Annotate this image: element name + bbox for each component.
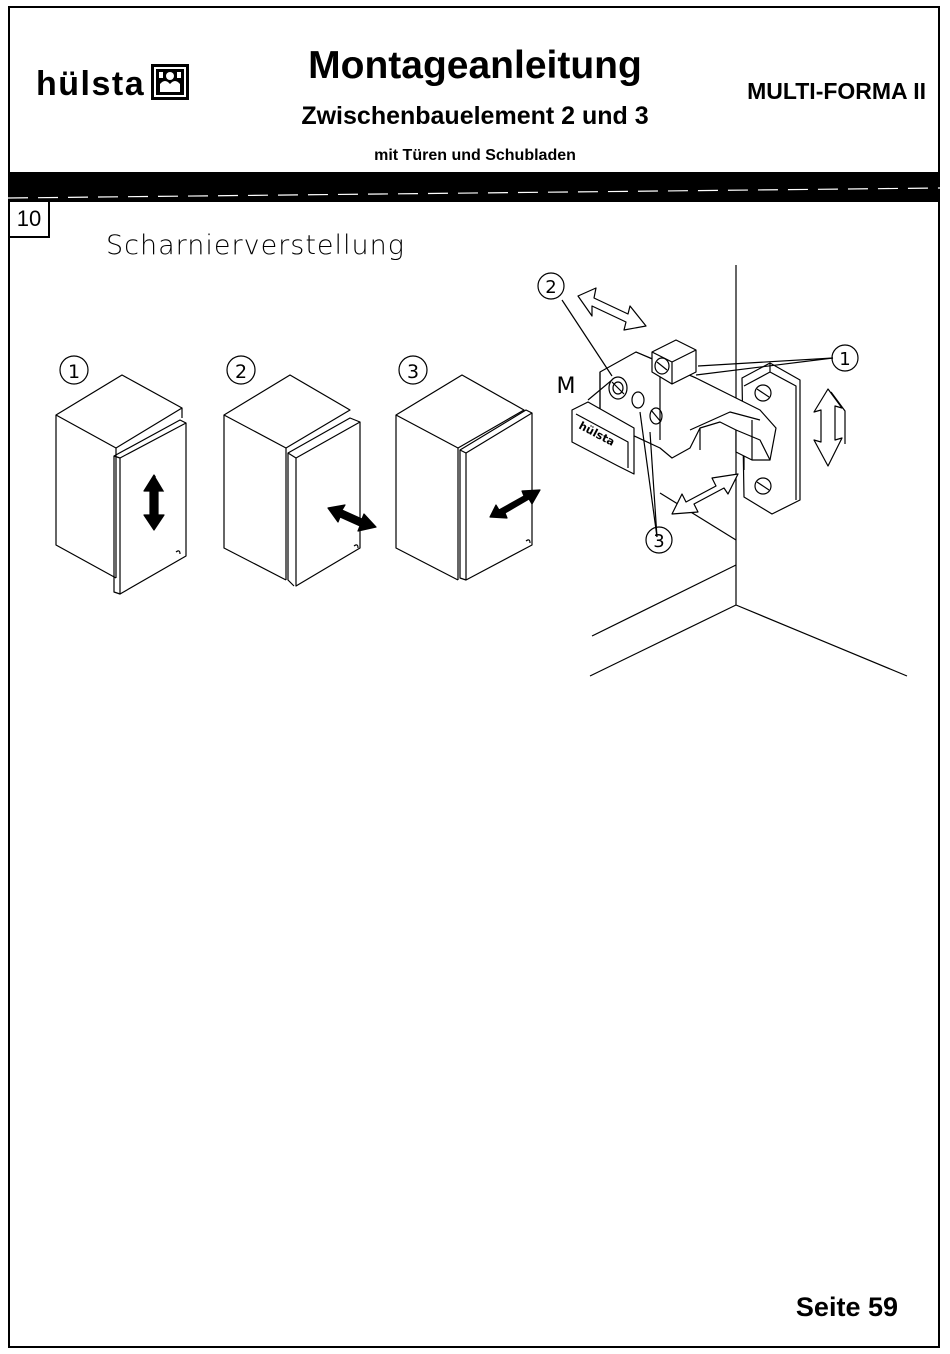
hinge-callout-2: 2 — [545, 277, 556, 298]
cabinet-3: 3 — [396, 356, 540, 580]
height-adjust-arrow-icon — [814, 389, 845, 466]
cabinet-label-1: 1 — [68, 361, 80, 383]
hinge-adjustment-illustration: 1 2 3 — [0, 0, 950, 720]
cabinet-label-2: 2 — [235, 361, 247, 383]
cabinet-1: 1 — [56, 356, 186, 594]
vertical-arrow-icon — [144, 475, 165, 530]
cabinet-label-3: 3 — [407, 361, 419, 383]
horizontal-arrow-icon — [328, 505, 376, 531]
cabinet-2: 2 — [224, 356, 376, 586]
hinge-callout-1: 1 — [839, 349, 850, 370]
depth-adjust-arrow-icon — [672, 474, 738, 514]
screw-label: M — [557, 374, 576, 399]
hinge-detail: hülsta 2 1 3 M — [538, 265, 907, 676]
page-number: Seite 59 — [796, 1294, 898, 1321]
hinge-callout-3: 3 — [653, 531, 664, 552]
side-adjust-arrow-icon — [578, 288, 646, 330]
